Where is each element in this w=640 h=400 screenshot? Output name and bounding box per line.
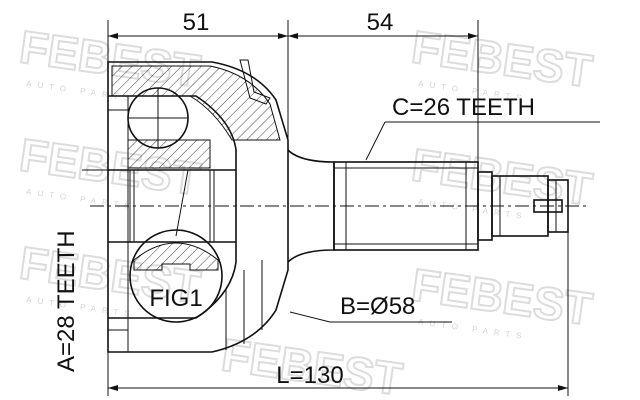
diameter-callout: B=Ø58 bbox=[289, 293, 452, 323]
watermark-group: FEBEST AUTO PARTS FEBEST AUTO PARTS FEBE… bbox=[16, 19, 597, 400]
fig1-detail: FIG1 bbox=[129, 169, 223, 323]
outer-teeth-callout: C=26 TEETH bbox=[365, 94, 600, 161]
dimension-shaft-length: 54 bbox=[288, 9, 479, 170]
outer-teeth-label: C=26 TEETH bbox=[392, 94, 535, 121]
housing-length-label: 51 bbox=[183, 9, 210, 36]
shaft-length-label: 54 bbox=[367, 9, 394, 36]
fig1-label: FIG1 bbox=[149, 285, 202, 312]
dimension-housing-length: 51 bbox=[107, 9, 289, 150]
cv-joint-shaft bbox=[287, 149, 569, 263]
inner-teeth-label: A=28 TEETH bbox=[53, 230, 80, 372]
cv-joint-housing bbox=[107, 59, 289, 353]
watermark-2: FEBEST AUTO PARTS bbox=[408, 19, 597, 103]
diameter-label: B=Ø58 bbox=[340, 293, 415, 320]
watermark-3: FEBEST AUTO PARTS bbox=[16, 127, 205, 211]
ball-cage-detail bbox=[127, 87, 211, 169]
total-length-label: L=130 bbox=[276, 362, 343, 389]
inner-teeth-callout: A=28 TEETH bbox=[53, 169, 130, 372]
